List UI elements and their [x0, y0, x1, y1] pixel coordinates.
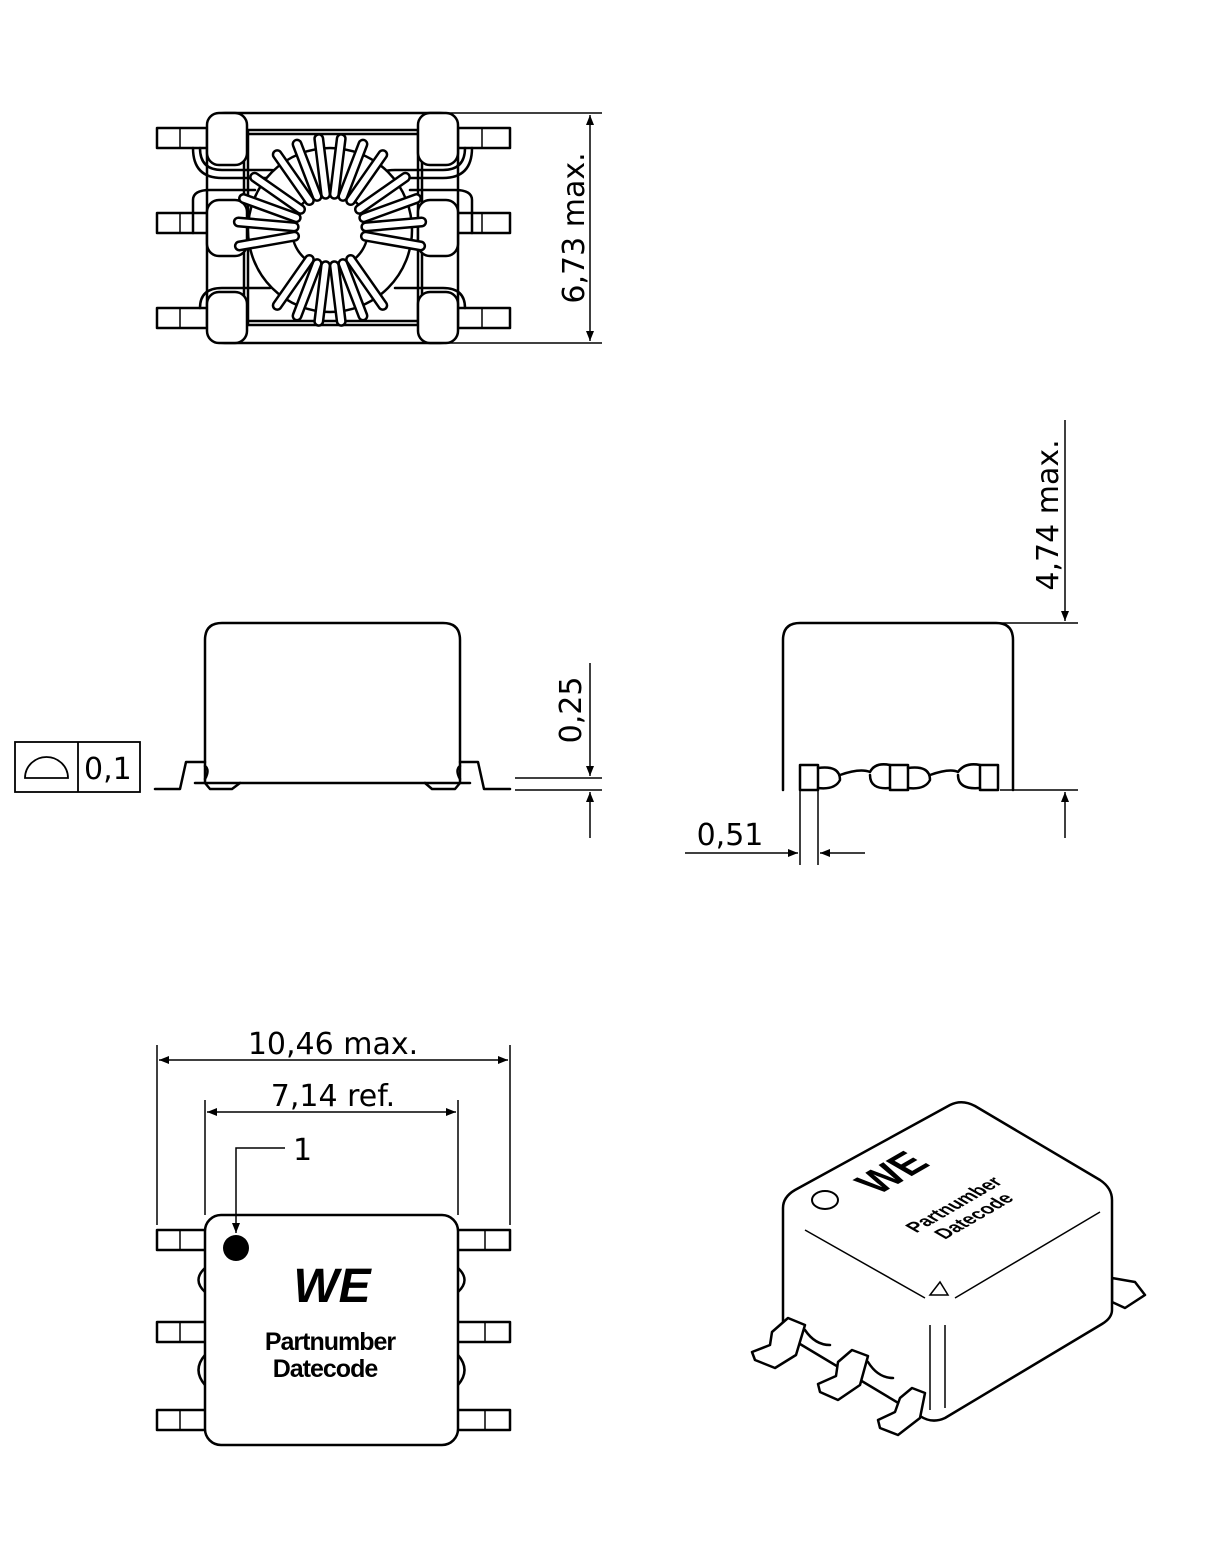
winding-turn	[339, 141, 366, 200]
marking-body	[203, 1213, 460, 1447]
winding-turn	[339, 260, 366, 319]
winding-turn	[347, 256, 386, 309]
partnumber-text: Partnumber	[265, 1328, 397, 1356]
winding-turn	[315, 135, 329, 198]
iso-body	[781, 1101, 1114, 1422]
winding-turn	[331, 135, 345, 198]
iso-edges	[804, 1211, 1101, 1410]
toroid-windings	[232, 133, 428, 327]
side-view: 0,1 0,25	[14, 621, 602, 838]
marking-leads	[155, 1228, 512, 1432]
end-view: 4,74 max. 0,51	[685, 420, 1078, 865]
pin1-label: 1	[293, 1133, 312, 1168]
iso-leads-front	[750, 1316, 927, 1437]
side-leads	[153, 760, 512, 791]
end-body	[781, 621, 1015, 792]
winding-turn	[274, 256, 313, 309]
winding-turn	[294, 260, 321, 319]
flatness-symbol: 0,1	[14, 741, 141, 793]
winding-turn	[251, 174, 304, 213]
end-leads	[798, 763, 1000, 792]
marking-view: 1 WE Partnumber Datecode 10,46 max. 7,14…	[155, 1027, 512, 1447]
dimension-height-4-74: 4,74 max.	[1000, 420, 1078, 838]
iso-leads-back	[1110, 1276, 1147, 1310]
winding-turn	[274, 151, 313, 204]
winding-turn	[347, 151, 386, 204]
dimension-lead-width-0-51: 0,51	[685, 790, 865, 865]
dimension-height-6-73: 6,73 max.	[440, 112, 602, 344]
dim-text-0-25: 0,25	[554, 677, 589, 744]
dimension-standoff-0-25: 0,25	[515, 663, 602, 838]
toroid-core	[246, 146, 414, 314]
winding-turn	[362, 218, 425, 230]
winding-turn	[360, 195, 420, 221]
winding-turn	[356, 174, 409, 213]
pin1-leader	[232, 1147, 285, 1233]
dim-text-10-46: 10,46 max.	[248, 1027, 418, 1062]
winding-turn	[362, 233, 424, 249]
profile-surface-icon	[24, 756, 69, 779]
winding-turn	[240, 195, 300, 221]
winding-turn	[294, 141, 321, 200]
dimension-body-7-14: 7,14 ref.	[204, 1079, 459, 1215]
winding-turn	[315, 262, 329, 325]
dim-text-7-14: 7,14 ref.	[271, 1079, 395, 1114]
pin1-dot	[223, 1235, 249, 1261]
top-view: 6,73 max.	[155, 111, 602, 345]
datecode-text: Datecode	[273, 1355, 379, 1383]
dim-text-6-73: 6,73 max.	[557, 152, 592, 303]
dim-text-4-74: 4,74 max.	[1031, 439, 1066, 590]
winding-turn	[331, 262, 345, 325]
winding-turn	[236, 233, 298, 249]
iso-corner-mark	[928, 1280, 950, 1296]
isometric-view: WE Partnumber Datecode	[750, 1101, 1147, 1437]
dim-text-0-51: 0,51	[697, 818, 764, 853]
side-body	[203, 621, 462, 785]
winding-turn	[235, 218, 298, 230]
flatness-value: 0,1	[84, 752, 132, 787]
dimension-length-10-46: 10,46 max.	[156, 1027, 511, 1225]
we-logo: WE	[293, 1260, 372, 1313]
